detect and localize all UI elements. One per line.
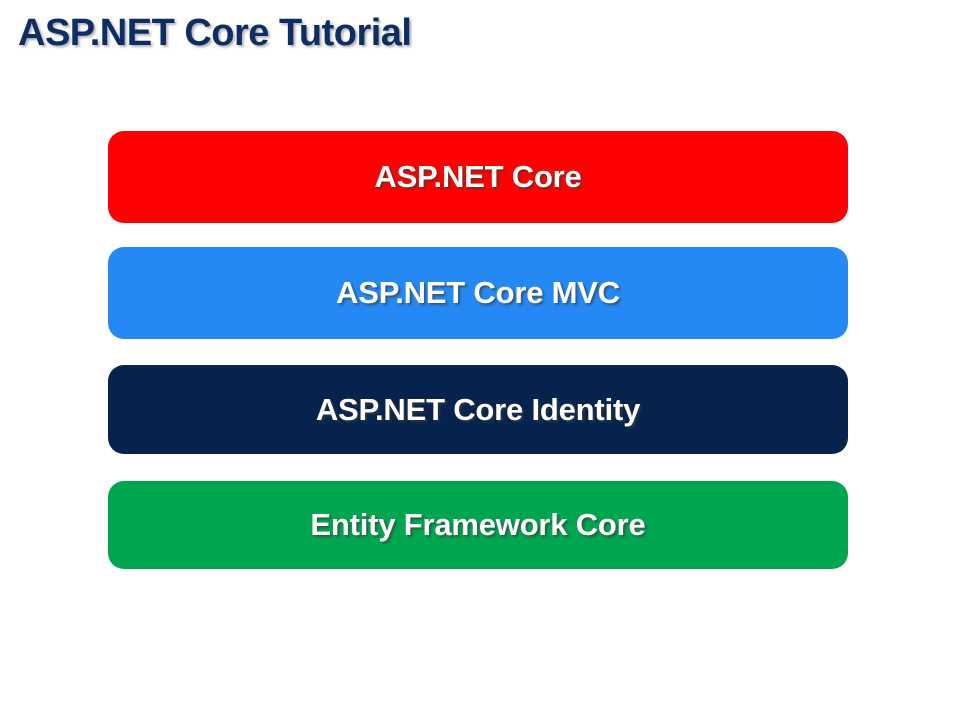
topic-bar-aspnet-core-mvc[interactable]: ASP.NET Core MVC [108,247,848,339]
topic-bar-entity-framework-core[interactable]: Entity Framework Core [108,481,848,569]
topic-bar-label: ASP.NET Core Identity [315,391,641,427]
slide-footer: 2 f facebook.com/pragimtech twitter.com/… [0,652,960,714]
topic-bar-label: ASP.NET Core MVC [336,275,620,310]
topic-bar-label: ASP.NET Core [374,159,582,194]
topic-bar-label: Entity Framework Core [310,507,646,542]
topic-bar-aspnet-core-identity[interactable]: ASP.NET Core Identity [108,365,848,454]
topic-bar-aspnet-core[interactable]: ASP.NET Core [108,131,848,223]
page-title: ASP.NET Core Tutorial [18,12,412,54]
